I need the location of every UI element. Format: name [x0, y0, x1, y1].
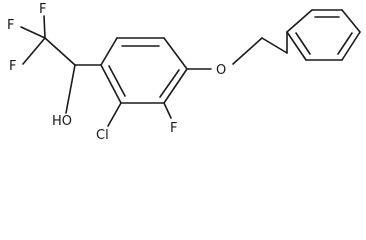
bond-cf3-f-left	[20, 26, 46, 39]
phenyl-bond-2	[286, 9, 313, 33]
bond-cf3-f-top	[43, 15, 46, 39]
structure-diagram: F F F HO O Cl F	[7, 2, 361, 143]
atom-f-lower-left: F	[9, 59, 16, 74]
phenyl-double-2	[337, 32, 353, 55]
atom-f-upper-left: F	[7, 18, 14, 33]
phenyl-bond-5	[341, 31, 361, 61]
atom-chlorine: Cl	[96, 128, 109, 143]
bond-ring-f	[163, 102, 172, 119]
bond-ring-cl	[107, 102, 122, 127]
ring-bond-1	[100, 37, 118, 66]
bond-choh-oh	[65, 64, 76, 114]
ring-bond-6	[100, 64, 122, 104]
ring-double-2	[159, 69, 180, 98]
bond-cf3-f-lower	[22, 37, 46, 65]
atom-f-ring: F	[170, 121, 177, 136]
phenyl-bond-4	[341, 9, 361, 33]
atom-ether-oxygen: O	[216, 63, 226, 78]
bond-o-ch2	[232, 37, 263, 65]
phenyl-bond-7	[286, 31, 307, 61]
ring-double-3	[108, 65, 126, 97]
atom-hydroxyl: HO	[52, 114, 72, 129]
ring-bond-4	[163, 68, 188, 104]
atom-f-top: F	[39, 2, 46, 17]
bond-ch2-ph	[261, 37, 288, 54]
bond-cf3-choh	[44, 37, 76, 66]
ring-bond-3	[163, 37, 188, 70]
phenyl-double-3	[295, 32, 311, 55]
